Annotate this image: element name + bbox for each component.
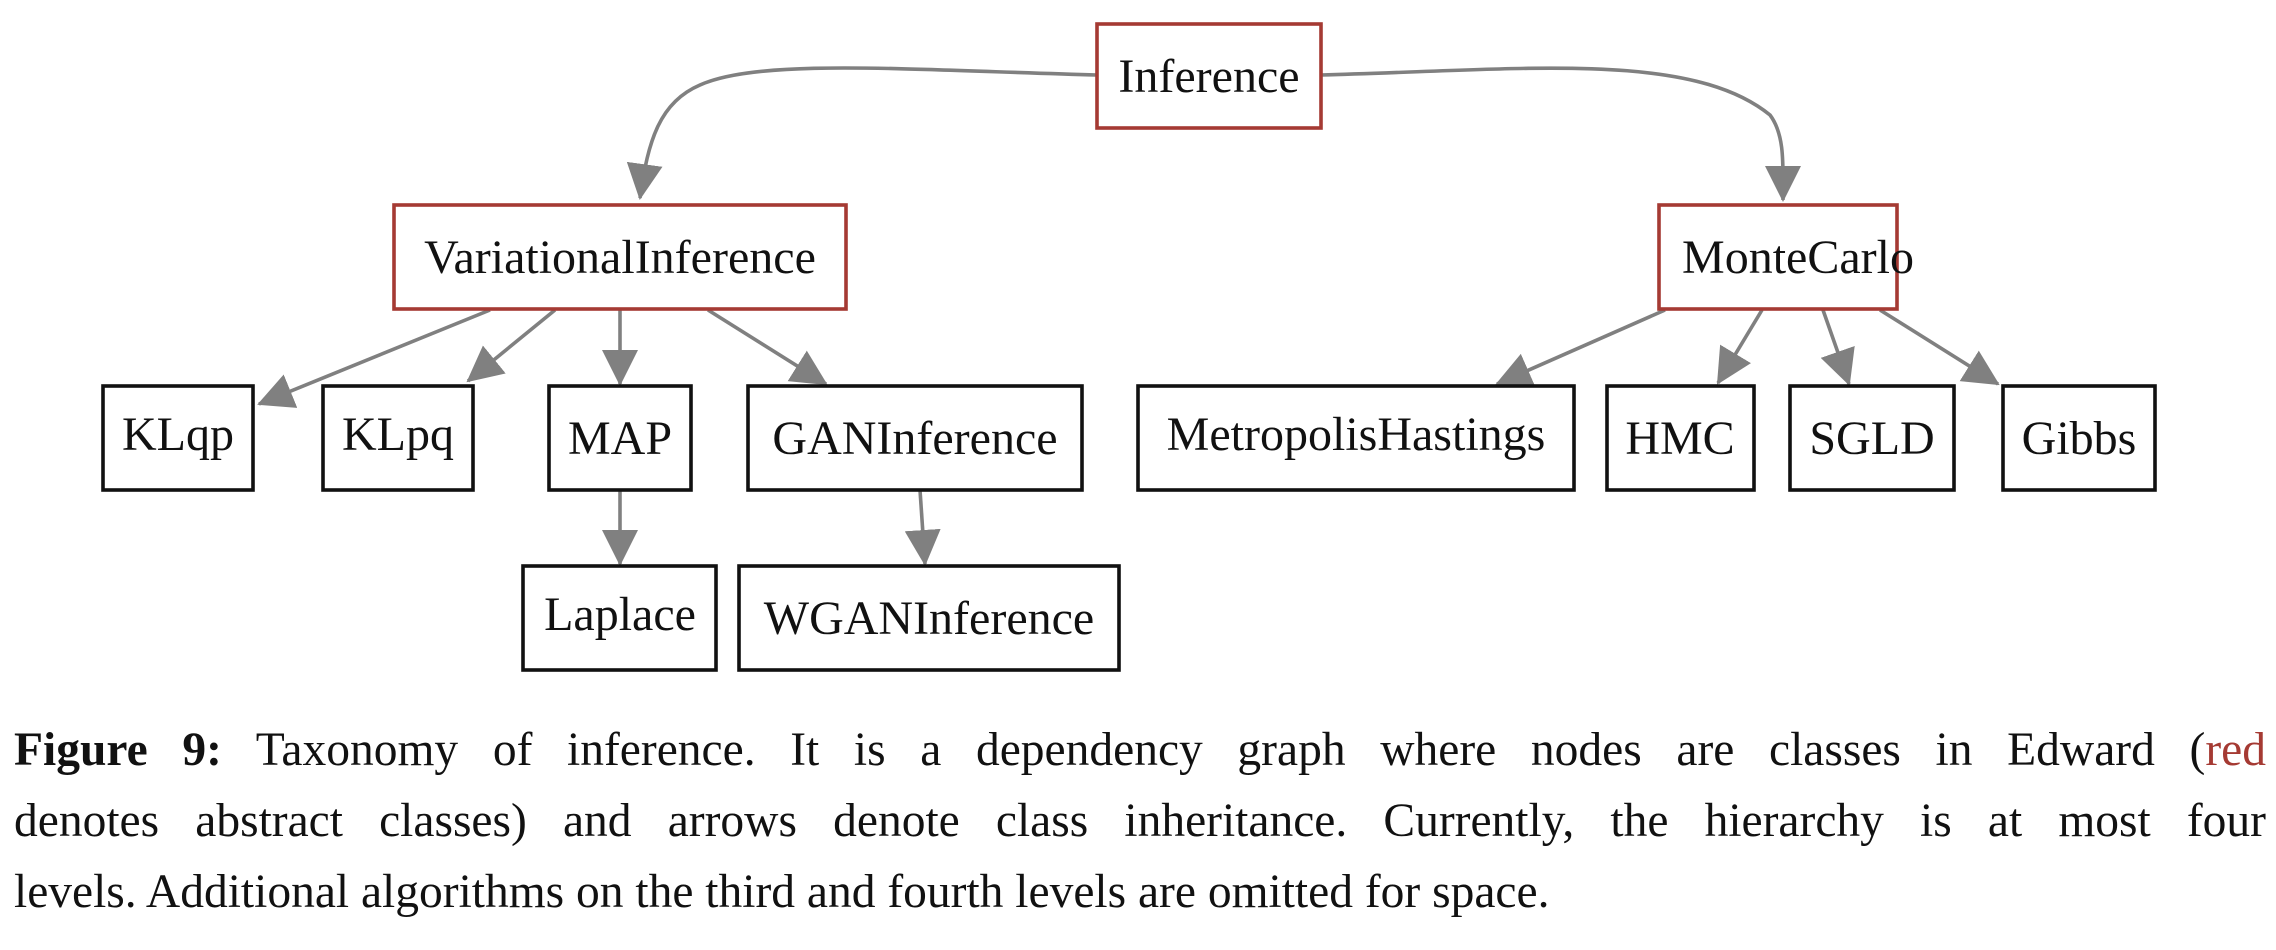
caption-line-3: levels. Additional algorithms on the thi… (14, 866, 1550, 918)
edge-variational-inference-to-klpq (466, 308, 557, 383)
caption-line-2: denotes abstract classes) and arrows den… (14, 795, 2266, 847)
svg-text:MAP: MAP (568, 412, 672, 465)
edge-monte-carlo-to-hmc (1716, 309, 1764, 385)
caption-red-word: red (2205, 724, 2266, 776)
svg-text:KLqp: KLqp (122, 408, 234, 461)
caption-line-1: Figure 9: Taxonomy of inference. It is a… (14, 715, 2266, 786)
node-klqp: KLqp (101, 384, 255, 492)
edge-inference-to-variational-inference (626, 66, 1098, 200)
svg-text:WGANInference: WGANInference (764, 592, 1094, 645)
svg-text:VariationalInference: VariationalInference (424, 231, 816, 284)
node-inference: Inference (1095, 22, 1323, 130)
edge-monte-carlo-to-sgld (1820, 309, 1855, 386)
inference-taxonomy-diagram: Inference VariationalInference MonteCarl… (101, 22, 2157, 672)
svg-text:SGLD: SGLD (1809, 412, 1934, 465)
svg-text:MetropolisHastings: MetropolisHastings (1167, 408, 1546, 461)
node-wgan-inference: WGANInference (737, 564, 1121, 672)
node-gibbs: Gibbs (2001, 384, 2157, 492)
figure-label: Figure 9: (14, 724, 222, 776)
svg-text:Inference: Inference (1118, 50, 1299, 103)
node-map: MAP (547, 384, 693, 492)
svg-text:MonteCarlo: MonteCarlo (1682, 231, 1914, 284)
node-metropolis-hastings: MetropolisHastings (1136, 384, 1576, 492)
node-gan-inference: GANInference (746, 384, 1084, 492)
node-sgld: SGLD (1788, 384, 1956, 492)
edge-inference-to-monte-carlo (1320, 66, 1802, 202)
edge-variational-inference-to-gan-inference (707, 308, 828, 386)
node-monte-carlo: MonteCarlo (1657, 203, 1914, 311)
svg-text:Laplace: Laplace (544, 588, 696, 641)
edge-variational-inference-to-klqp (257, 308, 491, 408)
caption-line-1-text: Taxonomy of inference. It is a dependenc… (255, 724, 2206, 776)
svg-text:KLpq: KLpq (342, 408, 454, 461)
svg-text:Gibbs: Gibbs (2022, 412, 2137, 465)
edge-gan-inference-to-wgan-inference (904, 489, 941, 566)
node-hmc: HMC (1605, 384, 1756, 492)
edge-monte-carlo-to-metropolis-hastings (1495, 308, 1666, 387)
edge-monte-carlo-to-gibbs (1879, 308, 2000, 386)
svg-text:HMC: HMC (1625, 412, 1734, 465)
node-laplace: Laplace (521, 564, 718, 672)
node-variational-inference: VariationalInference (392, 203, 848, 311)
node-klpq: KLpq (321, 384, 475, 492)
figure-caption: Figure 9: Taxonomy of inference. It is a… (14, 715, 2266, 928)
edges (257, 66, 2000, 566)
svg-text:GANInference: GANInference (772, 412, 1057, 465)
